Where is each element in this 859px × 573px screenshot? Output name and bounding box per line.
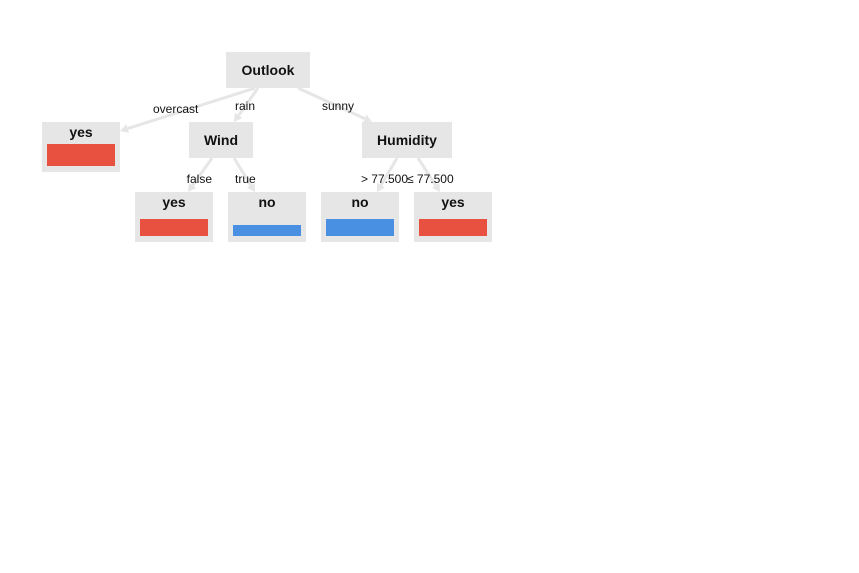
arrowhead: [362, 114, 372, 123]
arrowhead: [377, 182, 385, 192]
edge-wind-to-leaf-wind-false: false: [187, 157, 214, 192]
edge-line: [191, 157, 214, 187]
edge-label: > 77.500: [361, 172, 408, 186]
edge-label: rain: [235, 99, 255, 113]
node-box: [189, 122, 253, 158]
node-box: [226, 52, 310, 88]
edge-outlook-to-leaf-overcast: overcast: [120, 86, 256, 133]
edge-outlook-to-wind: rain: [234, 87, 260, 122]
class-distribution-bar: [419, 219, 487, 236]
edge-line: [232, 157, 253, 186]
edge-label: overcast: [153, 102, 199, 116]
arrowhead: [188, 182, 197, 192]
node-box: [362, 122, 452, 158]
split-node-humidity: Humidity: [362, 122, 452, 158]
edge-humidity-to-leaf-humidity-low: ≤ 77.500: [407, 157, 454, 192]
arrowhead: [246, 182, 255, 192]
split-attribute-label: Wind: [204, 132, 238, 148]
leaf-node-leaf-wind-false: yes: [135, 192, 213, 242]
edge-line: [297, 86, 366, 121]
leaf-class-label: yes: [441, 194, 465, 210]
arrowhead: [120, 124, 129, 133]
edge-label: true: [235, 172, 256, 186]
edge-label: false: [187, 172, 213, 186]
class-distribution-bar: [326, 219, 394, 236]
leaf-class-label: yes: [69, 124, 93, 140]
edge-line: [416, 157, 437, 187]
edge-label: sunny: [322, 99, 354, 113]
edge-line: [127, 86, 256, 131]
leaf-node-leaf-wind-true: no: [228, 192, 306, 242]
split-attribute-label: Humidity: [377, 132, 437, 148]
leaf-node-leaf-overcast: yes: [42, 122, 120, 172]
leaf-class-label: no: [351, 194, 368, 210]
split-node-wind: Wind: [189, 122, 253, 158]
edge-outlook-to-humidity: sunny: [297, 86, 372, 123]
edge-line: [237, 87, 260, 117]
edge-label: ≤ 77.500: [407, 172, 454, 186]
class-distribution-bar: [140, 219, 208, 236]
split-attribute-label: Outlook: [242, 62, 295, 78]
class-distribution-bar: [47, 144, 115, 166]
edge-line: [379, 157, 399, 186]
edge-humidity-to-leaf-humidity-high: > 77.500: [361, 157, 408, 192]
leaf-class-label: no: [258, 194, 275, 210]
leaf-class-label: yes: [162, 194, 186, 210]
class-distribution-bar: [233, 225, 301, 236]
leaf-node-leaf-humidity-low: yes: [414, 192, 492, 242]
leaf-node-leaf-humidity-high: no: [321, 192, 399, 242]
edge-wind-to-leaf-wind-true: true: [232, 157, 256, 192]
split-node-outlook: Outlook: [226, 52, 310, 88]
arrowhead: [431, 182, 440, 192]
arrowhead: [234, 112, 243, 122]
edges-layer: overcast rain sunny false true > 77.500≤ 77.5…: [120, 86, 454, 192]
